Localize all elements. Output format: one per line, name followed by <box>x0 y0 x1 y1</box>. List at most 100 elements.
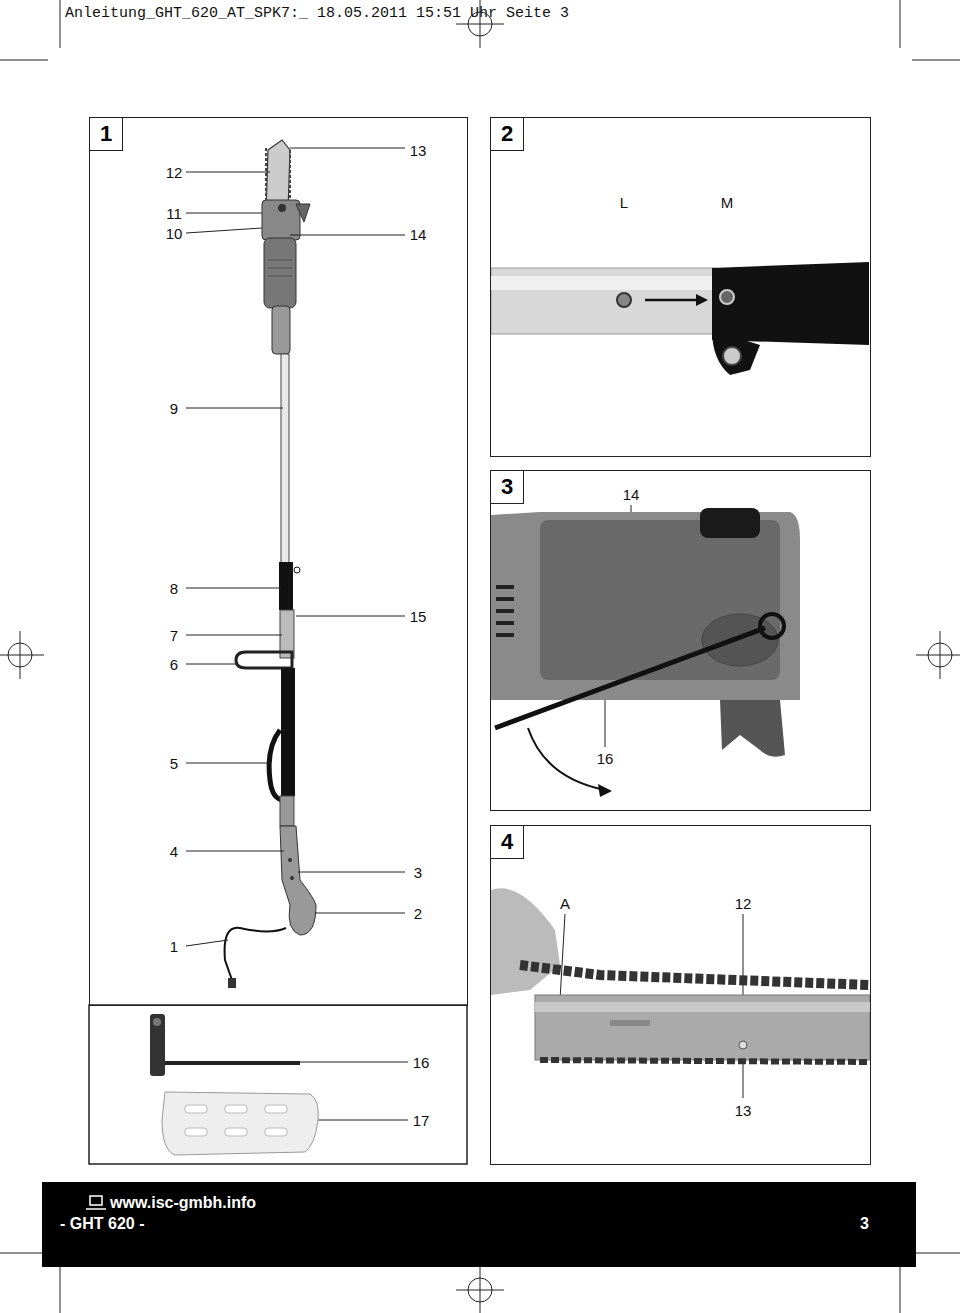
drawing-part <box>0 1253 48 1254</box>
panel-number: 2 <box>491 118 524 151</box>
drawing-part <box>296 204 310 222</box>
callout-number: 6 <box>170 657 178 672</box>
drawing-part <box>605 695 606 747</box>
drawing-part <box>598 784 612 797</box>
drawing-part <box>281 354 289 564</box>
drawing-part <box>912 1253 960 1254</box>
drawing-part <box>60 0 61 48</box>
callout-number: L <box>620 195 628 210</box>
figure-panel: 3 <box>490 470 871 811</box>
drawing-part <box>298 872 405 873</box>
accessories <box>150 1014 318 1155</box>
drawing-part <box>720 290 734 304</box>
drawing-part <box>268 268 292 269</box>
drawing-part <box>617 293 631 307</box>
drawing-part <box>290 148 405 149</box>
print-header: Anleitung_GHT_620_AT_SPK7:_ 18.05.2011 1… <box>65 6 569 21</box>
callout-number: 9 <box>170 401 178 416</box>
callout-number: 17 <box>413 1113 430 1128</box>
callout-number: 4 <box>170 844 178 859</box>
drawing-part <box>281 668 295 796</box>
drawing-part <box>272 306 290 354</box>
callout-number: 10 <box>166 226 183 241</box>
drawing-part <box>900 1265 901 1313</box>
drawing-part <box>496 597 514 601</box>
drawing-part <box>236 652 292 668</box>
drawing-part <box>495 628 765 728</box>
drawing-part <box>264 238 296 308</box>
drawing-part <box>290 876 294 880</box>
drawing-part <box>739 1041 747 1049</box>
drawing-part <box>186 635 282 636</box>
drawing-part <box>165 1061 300 1065</box>
callout-number: 13 <box>735 1103 752 1118</box>
tube-photo <box>491 262 869 375</box>
drawing-part <box>279 562 293 610</box>
drawing-part <box>491 276 716 290</box>
drawing-part <box>496 585 514 637</box>
figure-panel: 4 <box>490 825 871 1165</box>
drawing-part <box>290 235 405 236</box>
drawing-part <box>228 978 236 988</box>
figure-panel: 1 <box>89 117 468 1006</box>
panel-number: 1 <box>90 118 123 151</box>
drawing-part <box>225 1105 247 1113</box>
drawing-part <box>535 1002 870 1012</box>
drawing-part <box>540 520 780 680</box>
drawing-part <box>150 1014 165 1076</box>
drawing-part <box>712 330 760 375</box>
drawing-part <box>0 60 48 61</box>
callout-number: 1 <box>170 939 178 954</box>
accessory-panel <box>89 1005 467 1164</box>
drawing-part <box>186 664 236 665</box>
drawing-part <box>86 1208 106 1210</box>
drawing-part <box>294 567 300 573</box>
chain-photo <box>491 888 870 1062</box>
callout-number: 7 <box>170 628 178 643</box>
callout-number: M <box>721 195 734 210</box>
drawing-part <box>225 928 286 980</box>
motor-photo <box>491 508 800 797</box>
drawing-part <box>288 858 292 862</box>
drawing-part <box>186 851 284 852</box>
drawing-part <box>269 730 282 800</box>
drawing-part <box>280 826 316 935</box>
callout-number: 14 <box>410 227 427 242</box>
drawing-part <box>0 655 44 656</box>
drawing-part <box>940 631 941 679</box>
drawing-part <box>645 299 698 302</box>
callout-number: 12 <box>735 896 752 911</box>
drawing-part <box>186 228 262 233</box>
drawing-part <box>186 763 270 764</box>
drawing-part <box>185 1128 207 1136</box>
drawing-part <box>225 1128 247 1136</box>
callout-number: 2 <box>414 906 422 921</box>
drawing-part <box>268 260 292 261</box>
footer-text: 3 <box>860 1216 869 1232</box>
drawing-part <box>186 408 283 409</box>
drawing-part <box>610 1020 650 1026</box>
drawing-part <box>916 655 960 656</box>
drawing-part <box>496 609 514 613</box>
drawing-part <box>702 614 778 666</box>
drawing-part <box>712 262 869 345</box>
computer-icon <box>86 1196 106 1209</box>
drawing-part <box>520 965 870 985</box>
drawing-part <box>491 888 560 995</box>
drawing-part <box>528 728 605 790</box>
drawing-part <box>185 1105 287 1136</box>
drawing-part <box>162 1092 318 1155</box>
panel-number: 4 <box>491 826 524 859</box>
drawing-part <box>315 913 405 914</box>
drawing-part <box>491 268 716 334</box>
drawing-part <box>700 508 760 538</box>
drawing-part <box>760 614 784 638</box>
drawing-part <box>262 200 300 240</box>
pole-saw <box>225 140 316 988</box>
callout-number: A <box>560 896 570 911</box>
callout-number: 13 <box>410 143 427 158</box>
drawing-part <box>186 940 228 946</box>
drawing-part <box>268 276 292 277</box>
drawing-part <box>153 1018 161 1026</box>
